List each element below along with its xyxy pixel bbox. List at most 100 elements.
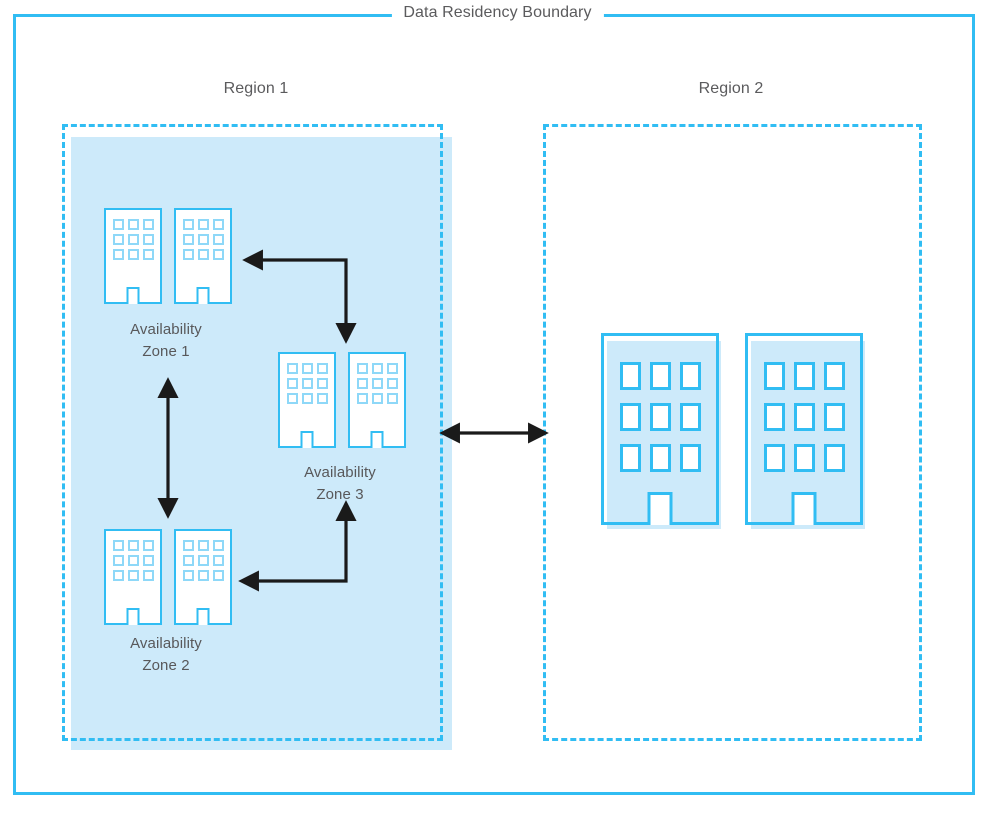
building-window xyxy=(213,555,224,566)
building-window xyxy=(183,570,194,581)
building-door xyxy=(300,431,314,448)
building-window xyxy=(143,555,154,566)
building-window-grid xyxy=(113,540,155,581)
building-door xyxy=(196,608,210,625)
zone-2-building-2 xyxy=(174,529,232,625)
building-window xyxy=(372,363,383,374)
building-window xyxy=(213,249,224,260)
building-window xyxy=(764,403,785,431)
building-window xyxy=(183,249,194,260)
building-window xyxy=(113,249,124,260)
building-window xyxy=(387,393,398,404)
building-window xyxy=(794,362,815,390)
building-window xyxy=(650,403,671,431)
building-window xyxy=(357,378,368,389)
building-window-grid xyxy=(113,219,155,260)
building-window xyxy=(198,234,209,245)
building-window xyxy=(128,540,139,551)
building-window xyxy=(794,403,815,431)
building-window-grid xyxy=(764,362,846,472)
building-window xyxy=(302,393,313,404)
building-door xyxy=(126,608,140,625)
building-window xyxy=(128,219,139,230)
building-window xyxy=(143,234,154,245)
building-window xyxy=(113,540,124,551)
building-window xyxy=(183,219,194,230)
building-window xyxy=(183,234,194,245)
building-window xyxy=(387,363,398,374)
building-window xyxy=(213,540,224,551)
building-window xyxy=(143,540,154,551)
building-window xyxy=(620,362,641,390)
zone-1-building-2 xyxy=(174,208,232,304)
building-window xyxy=(128,234,139,245)
zone-3-building-2 xyxy=(348,352,406,448)
building-window xyxy=(650,444,671,472)
building-window xyxy=(287,378,298,389)
building-window xyxy=(372,393,383,404)
building-window xyxy=(372,378,383,389)
building-window xyxy=(287,363,298,374)
building-door xyxy=(370,431,384,448)
building-window xyxy=(317,363,328,374)
building-window xyxy=(680,362,701,390)
zone-3-label: Availability Zone 3 xyxy=(304,464,376,503)
building-window xyxy=(302,363,313,374)
building-window xyxy=(198,570,209,581)
building-window xyxy=(620,444,641,472)
building-window xyxy=(680,444,701,472)
building-window xyxy=(824,403,845,431)
building-window xyxy=(198,555,209,566)
building-window-grid xyxy=(357,363,399,404)
building-window xyxy=(824,444,845,472)
region-2-building-1 xyxy=(601,333,721,529)
zone-1-label: Availability Zone 1 xyxy=(130,321,202,360)
building-window xyxy=(287,393,298,404)
building-window xyxy=(357,393,368,404)
building-window xyxy=(113,219,124,230)
building-window xyxy=(143,570,154,581)
building-window xyxy=(680,403,701,431)
region-2-building-2 xyxy=(745,333,865,529)
building-door xyxy=(647,492,673,525)
building-window xyxy=(387,378,398,389)
building-window xyxy=(113,570,124,581)
building-window xyxy=(143,249,154,260)
building-window xyxy=(213,219,224,230)
building-window xyxy=(213,570,224,581)
region-2-title: Region 2 xyxy=(698,80,764,97)
building-window xyxy=(213,234,224,245)
building-window-grid xyxy=(183,219,225,260)
building-window xyxy=(113,234,124,245)
building-window-grid xyxy=(183,540,225,581)
building-door xyxy=(196,287,210,304)
building-window xyxy=(317,393,328,404)
building-window xyxy=(128,555,139,566)
building-window-grid xyxy=(287,363,329,404)
region-2-box xyxy=(543,124,922,741)
building-window xyxy=(198,219,209,230)
building-window xyxy=(113,555,124,566)
building-window xyxy=(143,219,154,230)
building-window xyxy=(198,249,209,260)
building-window xyxy=(620,403,641,431)
building-door xyxy=(791,492,817,525)
building-window xyxy=(128,570,139,581)
building-window xyxy=(824,362,845,390)
building-window-grid xyxy=(620,362,702,472)
building-window xyxy=(198,540,209,551)
building-window xyxy=(317,378,328,389)
building-window xyxy=(302,378,313,389)
zone-2-building-1 xyxy=(104,529,162,625)
building-window xyxy=(183,540,194,551)
zone-3-building-1 xyxy=(278,352,336,448)
zone-1-building-1 xyxy=(104,208,162,304)
building-window xyxy=(128,249,139,260)
zone-2-label: Availability Zone 2 xyxy=(130,635,202,674)
data-residency-boundary-title: Data Residency Boundary xyxy=(391,2,604,24)
building-window xyxy=(764,362,785,390)
building-window xyxy=(764,444,785,472)
building-window xyxy=(650,362,671,390)
building-window xyxy=(183,555,194,566)
